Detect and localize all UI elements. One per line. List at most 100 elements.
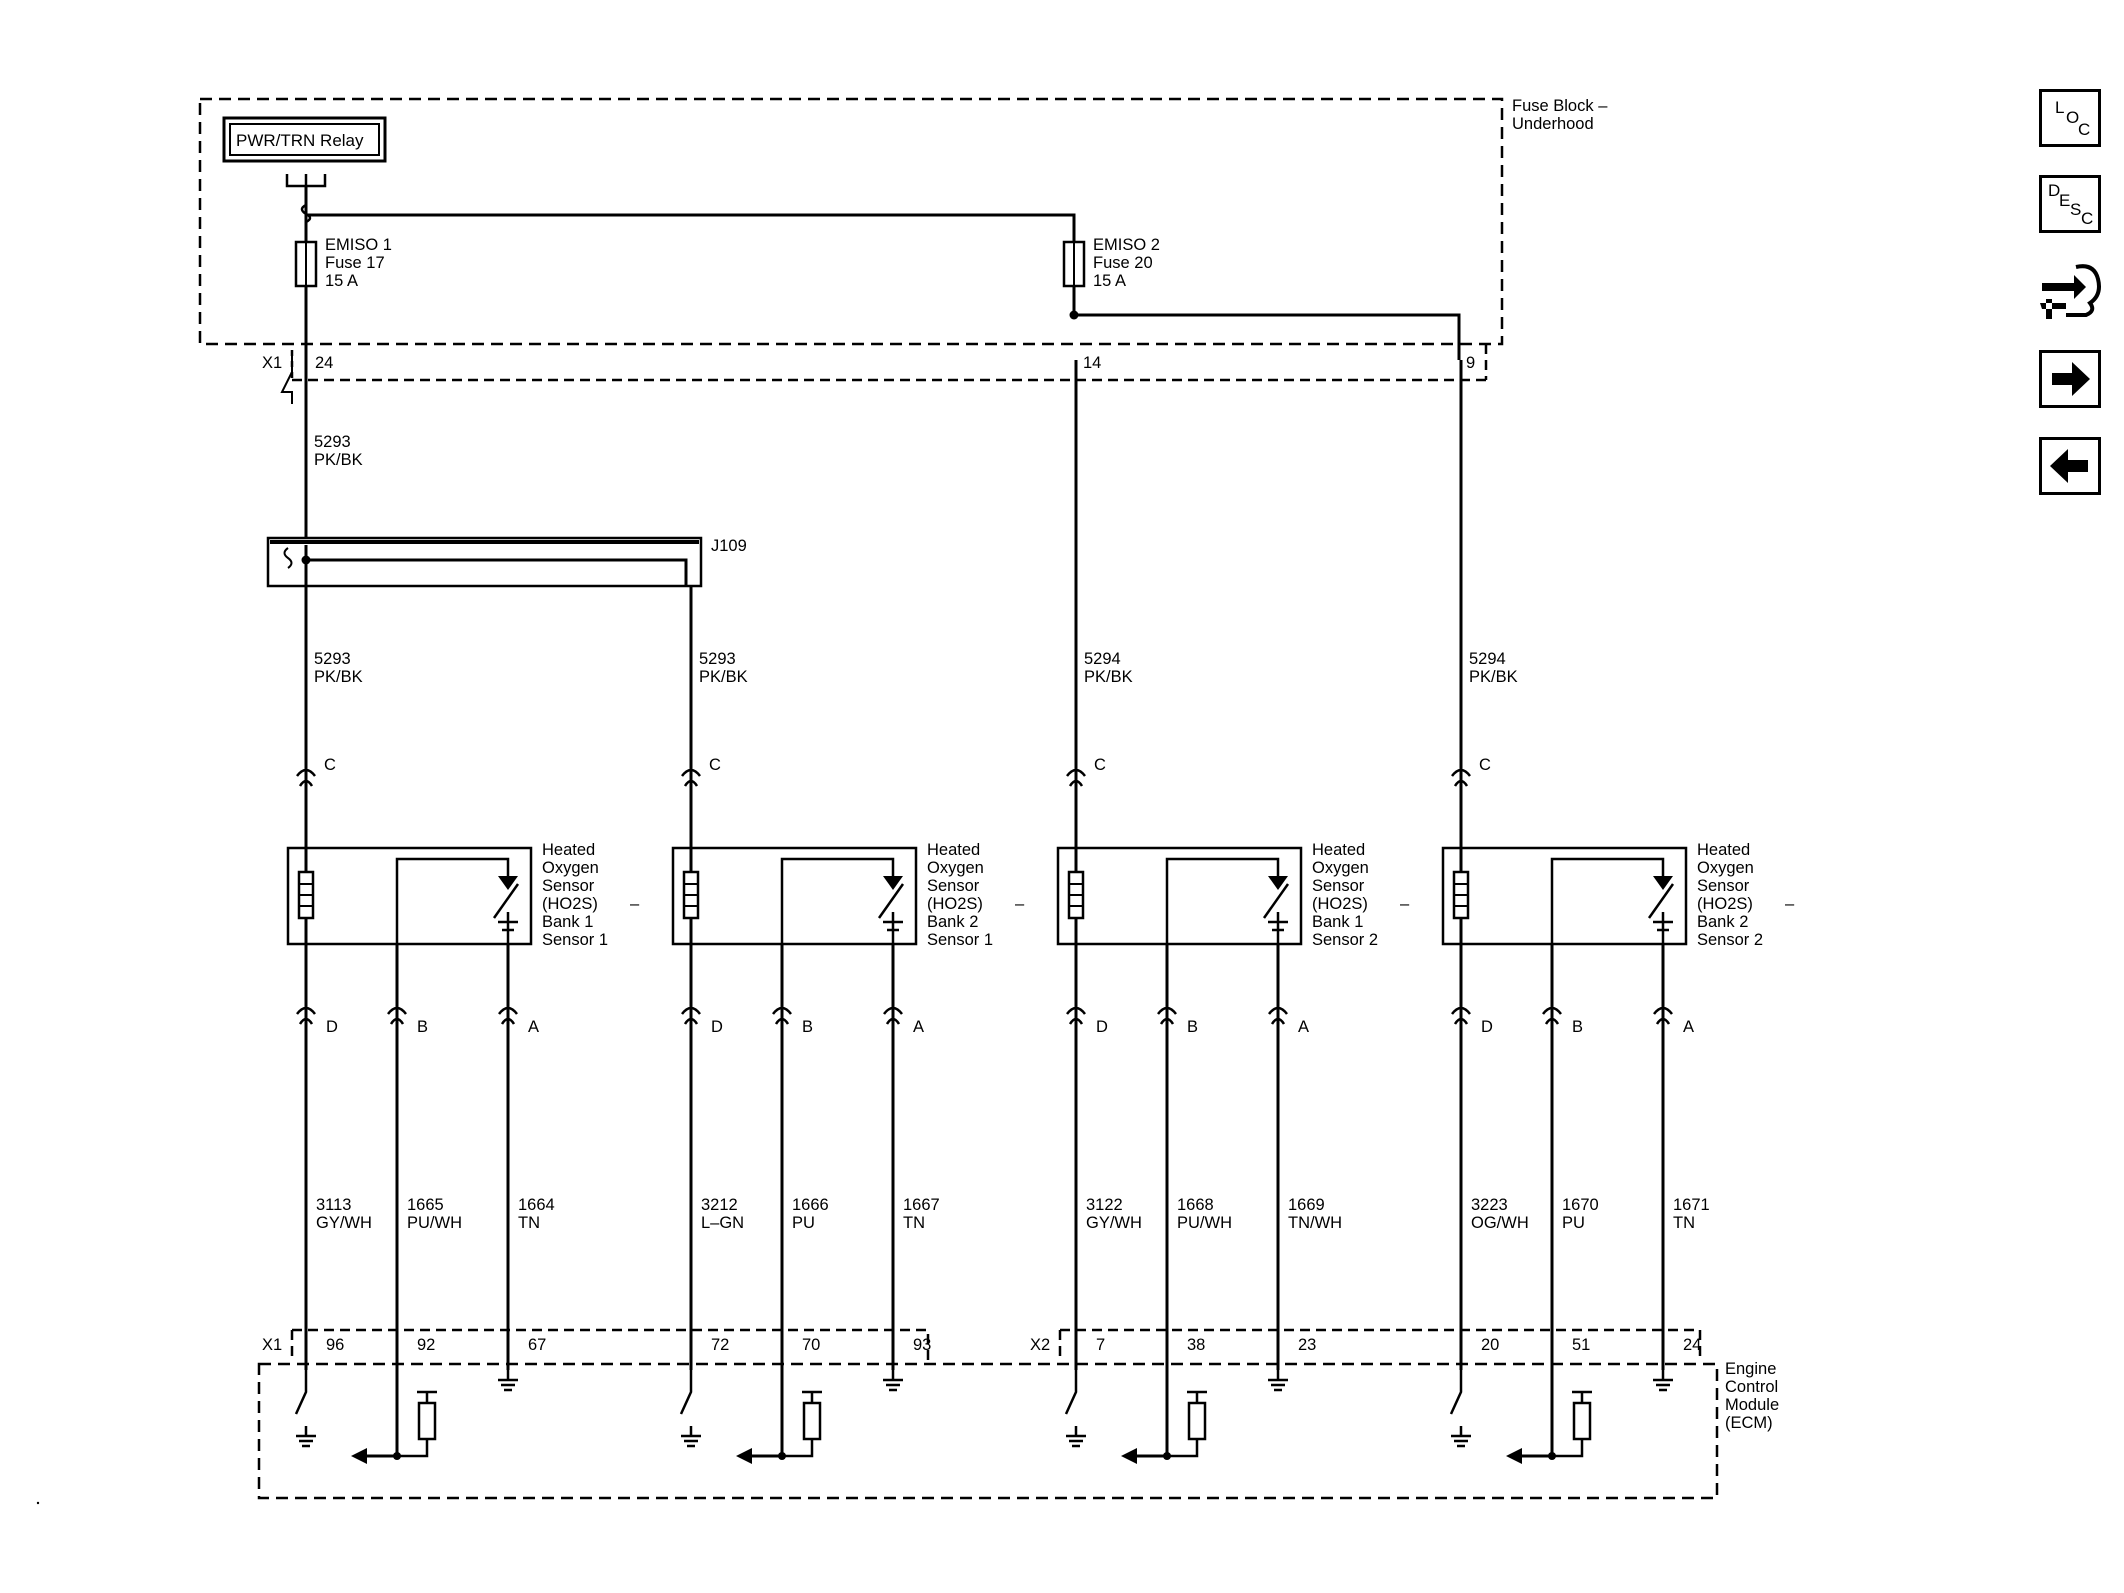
connector-c-cup: [1451, 768, 1471, 777]
ecm-signal-arrow-icon: [351, 1448, 367, 1464]
ecm-signal-arrow-icon: [1506, 1448, 1522, 1464]
ecm-driver-switch-icon: [1064, 1370, 1078, 1415]
sensor-box: [1441, 846, 1688, 946]
connector-a-label: A: [1683, 1018, 1694, 1036]
connector-a-label: A: [913, 1018, 924, 1036]
ecm-driver-switch-icon: [679, 1370, 693, 1415]
ecm-resistor-icon: [1572, 1401, 1592, 1441]
ecm-ground-d-icon: [681, 1426, 701, 1448]
wire-a-circuit: 1664: [518, 1196, 555, 1214]
sensor-column-1: 5293PK/BKCHeatedOxygenSensor(HO2S)–Bank …: [286, 545, 640, 1464]
connector-d-label: D: [1096, 1018, 1108, 1036]
feed-color-label: PK/BK: [699, 668, 748, 686]
heater-element-bands: [684, 883, 698, 907]
wire-a-circuit: 1669: [1288, 1196, 1325, 1214]
sensor-title-line-2: Oxygen: [1697, 859, 1754, 877]
wire-d-color: GY/WH: [1086, 1214, 1142, 1232]
ecm-ground-d-icon: [1066, 1426, 1086, 1448]
fuse-20-name: EMISO 2: [1093, 236, 1160, 254]
connector-b-label: B: [802, 1018, 813, 1036]
feed-circuit-label: 5294: [1469, 650, 1506, 668]
wire-a-circuit: 1671: [1673, 1196, 1710, 1214]
previous-page-button[interactable]: [2039, 437, 2101, 495]
connector-b-cup: [772, 1006, 792, 1015]
ecm-resistor-icon: [802, 1401, 822, 1441]
sensor-arrow-icon: [883, 876, 903, 890]
wire-b-circuit: 1665: [407, 1196, 444, 1214]
sensor-title-line-1: Heated: [1312, 841, 1365, 859]
signal-path: [1550, 857, 1665, 944]
signal-path: [395, 857, 510, 944]
fuse-20-output-wire: [1072, 286, 1461, 360]
fuse-17-rating: 15 A: [325, 272, 358, 290]
ecm-label-line4: (ECM): [1725, 1414, 1773, 1432]
ecm-pin-a: 24: [1683, 1336, 1701, 1354]
ecm-driver-switch-icon: [1449, 1370, 1463, 1415]
connector-c-cup: [296, 768, 316, 777]
sensor-box: [286, 846, 533, 946]
fuse-connector-name: X1: [262, 354, 282, 372]
wire-a-color: TN/WH: [1288, 1214, 1342, 1232]
pwr-trn-relay: PWR/TRN Relay: [222, 116, 387, 188]
wire-b-color: PU: [792, 1214, 815, 1232]
ecm-ground-a-icon: [1268, 1370, 1288, 1392]
ecm-connector-x1: X1: [262, 1328, 930, 1360]
connector-b-label: B: [417, 1018, 428, 1036]
open-contact-icon: [280, 352, 293, 404]
relay-box-inner: [229, 123, 380, 156]
wire-d-color: GY/WH: [316, 1214, 372, 1232]
sensor-title-line-2: Oxygen: [927, 859, 984, 877]
ecm-label-line3: Module: [1725, 1396, 1779, 1414]
sensor-columns: 5293PK/BKCHeatedOxygenSensor(HO2S)–Bank …: [286, 360, 1795, 1464]
connector-c-pin: [683, 779, 699, 787]
feed-circuit-label: 5293: [699, 650, 736, 668]
next-page-button[interactable]: [2039, 350, 2101, 408]
ecm-label-line1: Engine: [1725, 1360, 1776, 1378]
ecm-resistor-lead: [397, 1440, 429, 1458]
connector-b-label: B: [1187, 1018, 1198, 1036]
connector-c-label: C: [1479, 756, 1491, 774]
wire-b-color: PU/WH: [407, 1214, 462, 1232]
sensor-title-line-3: Sensor: [542, 877, 595, 895]
loc-letter-2: O: [2066, 108, 2079, 127]
ecm-driver-switch-icon: [294, 1370, 308, 1415]
connector-a-label: A: [528, 1018, 539, 1036]
wire-d-circuit: 3122: [1086, 1196, 1123, 1214]
ecm-outline: [257, 1362, 1719, 1500]
wire-d-color: OG/WH: [1471, 1214, 1529, 1232]
wire-d-circuit: 3223: [1471, 1196, 1508, 1214]
loc-letter-3: C: [2078, 120, 2090, 139]
ecm-ground-d-icon: [1451, 1426, 1471, 1448]
ecm-signal-wire: [367, 1370, 399, 1458]
fuse-connector-pin-9: 9: [1466, 354, 1475, 372]
connector-c-pin: [298, 779, 314, 787]
next-arrow-icon: [2052, 362, 2090, 396]
desc-letter-4: C: [2081, 209, 2093, 228]
wire-a-color: TN: [1673, 1214, 1695, 1232]
sensor-switch-icon: [877, 883, 905, 919]
location-button[interactable]: L O C: [2039, 89, 2101, 147]
splice-crossover-icon: [283, 547, 293, 569]
fuse-20: EMISO 2 Fuse 20 15 A: [1062, 236, 1160, 290]
sensor-cell-icon: [1268, 912, 1288, 944]
connector-d-label: D: [326, 1018, 338, 1036]
ecm-pin-b: 70: [802, 1336, 820, 1354]
ecm-connector-x1-label: X1: [262, 1336, 282, 1354]
connector-b-cup: [1157, 1006, 1177, 1015]
feed-color-label: PK/BK: [314, 668, 363, 686]
ecm-pin-d: 20: [1481, 1336, 1499, 1354]
connector-d-cup: [1451, 1006, 1471, 1015]
sensor-title-line-7: Sensor 1: [927, 931, 993, 949]
sensor-title-line-6: Bank 1: [1312, 913, 1363, 931]
splice-j109-box: [266, 536, 703, 588]
desc-icon: D E S C: [2048, 181, 2093, 228]
sensor-title-line-7: Sensor 2: [1697, 931, 1763, 949]
sensor-title-line-6: Bank 1: [542, 913, 593, 931]
relay-box-outer: [222, 116, 387, 163]
ecm-pin-d: 7: [1096, 1336, 1105, 1354]
sensor-title-line-3: Sensor: [927, 877, 980, 895]
sensor-title-line-7: Sensor 1: [542, 931, 608, 949]
description-button[interactable]: D E S C: [2039, 175, 2101, 233]
connector-diagram-button[interactable]: [2036, 255, 2104, 330]
